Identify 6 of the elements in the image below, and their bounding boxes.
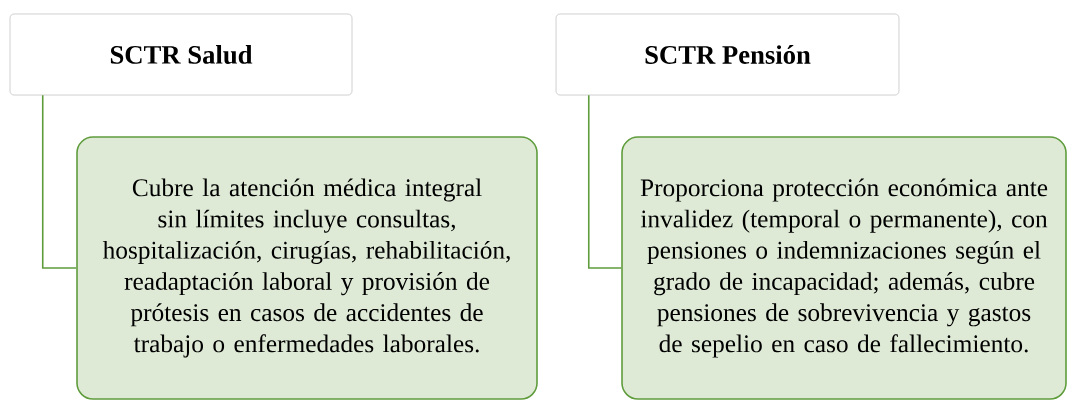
heading-box: SCTR Pensión xyxy=(555,13,900,96)
description-box: Proporciona protección económica ante invalidez (temporal o permanente), con pensiones o indemnizaciones según el grado de incapacidad; además, cubre pensiones de sobrevivencia y gastos de sepelio en caso de fallecimiento. xyxy=(621,136,1067,400)
connector-line xyxy=(587,94,622,269)
connector-line xyxy=(41,94,77,269)
description-box: Cubre la atención médica integral sin límites incluye consultas, hospitalización, cirugías, rehabilitación, readaptación laboral y provisión de prótesis en casos de accidentes de trabajo o enfermedades laborales. xyxy=(76,136,538,400)
heading-box: SCTR Salud xyxy=(9,13,353,96)
